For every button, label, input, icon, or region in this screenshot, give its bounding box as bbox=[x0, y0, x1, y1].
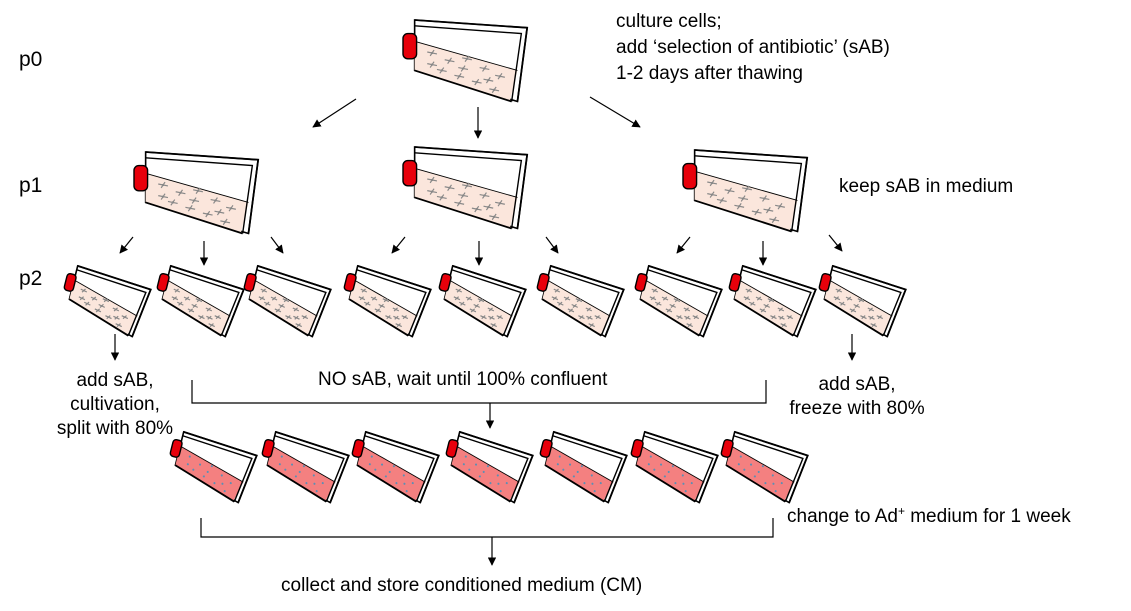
note-middle: NO sAB, wait until 100% confluent bbox=[318, 369, 608, 390]
flask-p2-7 bbox=[634, 264, 723, 338]
note-p0-line2: add ‘selection of antibiotic’ (sAB) bbox=[616, 37, 890, 58]
note-collect: collect and store conditioned medium (CM… bbox=[281, 575, 643, 596]
arrow-p1a-left bbox=[119, 236, 134, 254]
flask-p2-6 bbox=[536, 264, 625, 338]
note-adplus-suffix: medium for 1 week bbox=[904, 506, 1071, 527]
flask-p0 bbox=[402, 19, 529, 103]
arrow-p1c-left bbox=[676, 236, 691, 254]
flask-p1-left bbox=[133, 151, 260, 235]
arrow-p1b-right bbox=[545, 236, 559, 254]
flask-p1-center bbox=[402, 146, 529, 230]
flask-p2-9 bbox=[818, 264, 907, 338]
note-right-line1: add sAB, bbox=[818, 374, 896, 395]
note-p0-line1: culture cells; bbox=[616, 11, 722, 32]
note-left-line1: add sAB, bbox=[76, 370, 154, 391]
arrow-p0-left bbox=[312, 98, 357, 128]
arrow-p1a-right bbox=[270, 236, 284, 254]
note-left-line2: cultivation, bbox=[70, 394, 160, 415]
flask-cm-5 bbox=[539, 430, 628, 504]
passage-label-p1: p1 bbox=[19, 174, 43, 197]
flask-cm-7 bbox=[720, 430, 809, 504]
flask-p2-8 bbox=[728, 264, 817, 338]
note-adplus-prefix: change to Ad bbox=[787, 506, 898, 527]
bracket-bottom bbox=[200, 518, 774, 566]
note-p0-line3: 1-2 days after thawing bbox=[616, 63, 803, 84]
flask-p1-right bbox=[682, 149, 809, 233]
flask-p2-1 bbox=[63, 264, 152, 338]
flask-p2-2 bbox=[156, 264, 245, 338]
passage-label-p2: p2 bbox=[19, 267, 43, 290]
note-left: add sAB, cultivation, split with 80% bbox=[30, 369, 200, 441]
passage-label-p0: p0 bbox=[19, 48, 43, 71]
flask-p2-3 bbox=[243, 264, 332, 338]
note-p1: keep sAB in medium bbox=[839, 176, 1014, 197]
bracket-middle bbox=[191, 380, 767, 429]
arrows-p0-p1 bbox=[312, 96, 641, 139]
note-adplus: change to Ad+ medium for 1 week bbox=[787, 504, 1071, 527]
arrow-p1c-right bbox=[828, 234, 843, 252]
flask-cm-3 bbox=[351, 430, 440, 504]
flasks-group bbox=[63, 19, 907, 504]
arrow-p0-right bbox=[589, 96, 641, 128]
flask-cm-1 bbox=[169, 430, 258, 504]
arrow-p1b-left bbox=[391, 236, 406, 254]
flask-cm-2 bbox=[261, 430, 350, 504]
note-adplus-sup: + bbox=[897, 504, 905, 518]
note-right-line2: freeze with 80% bbox=[789, 398, 925, 419]
arrows-p2-down bbox=[110, 334, 857, 361]
flask-cm-6 bbox=[630, 430, 719, 504]
note-left-line3: split with 80% bbox=[56, 418, 174, 439]
flask-cm-4 bbox=[445, 430, 534, 504]
arrows-p1-p2 bbox=[119, 234, 843, 266]
flask-p2-4 bbox=[343, 264, 432, 338]
flask-p2-5 bbox=[438, 264, 527, 338]
note-right: add sAB, freeze with 80% bbox=[772, 373, 942, 421]
